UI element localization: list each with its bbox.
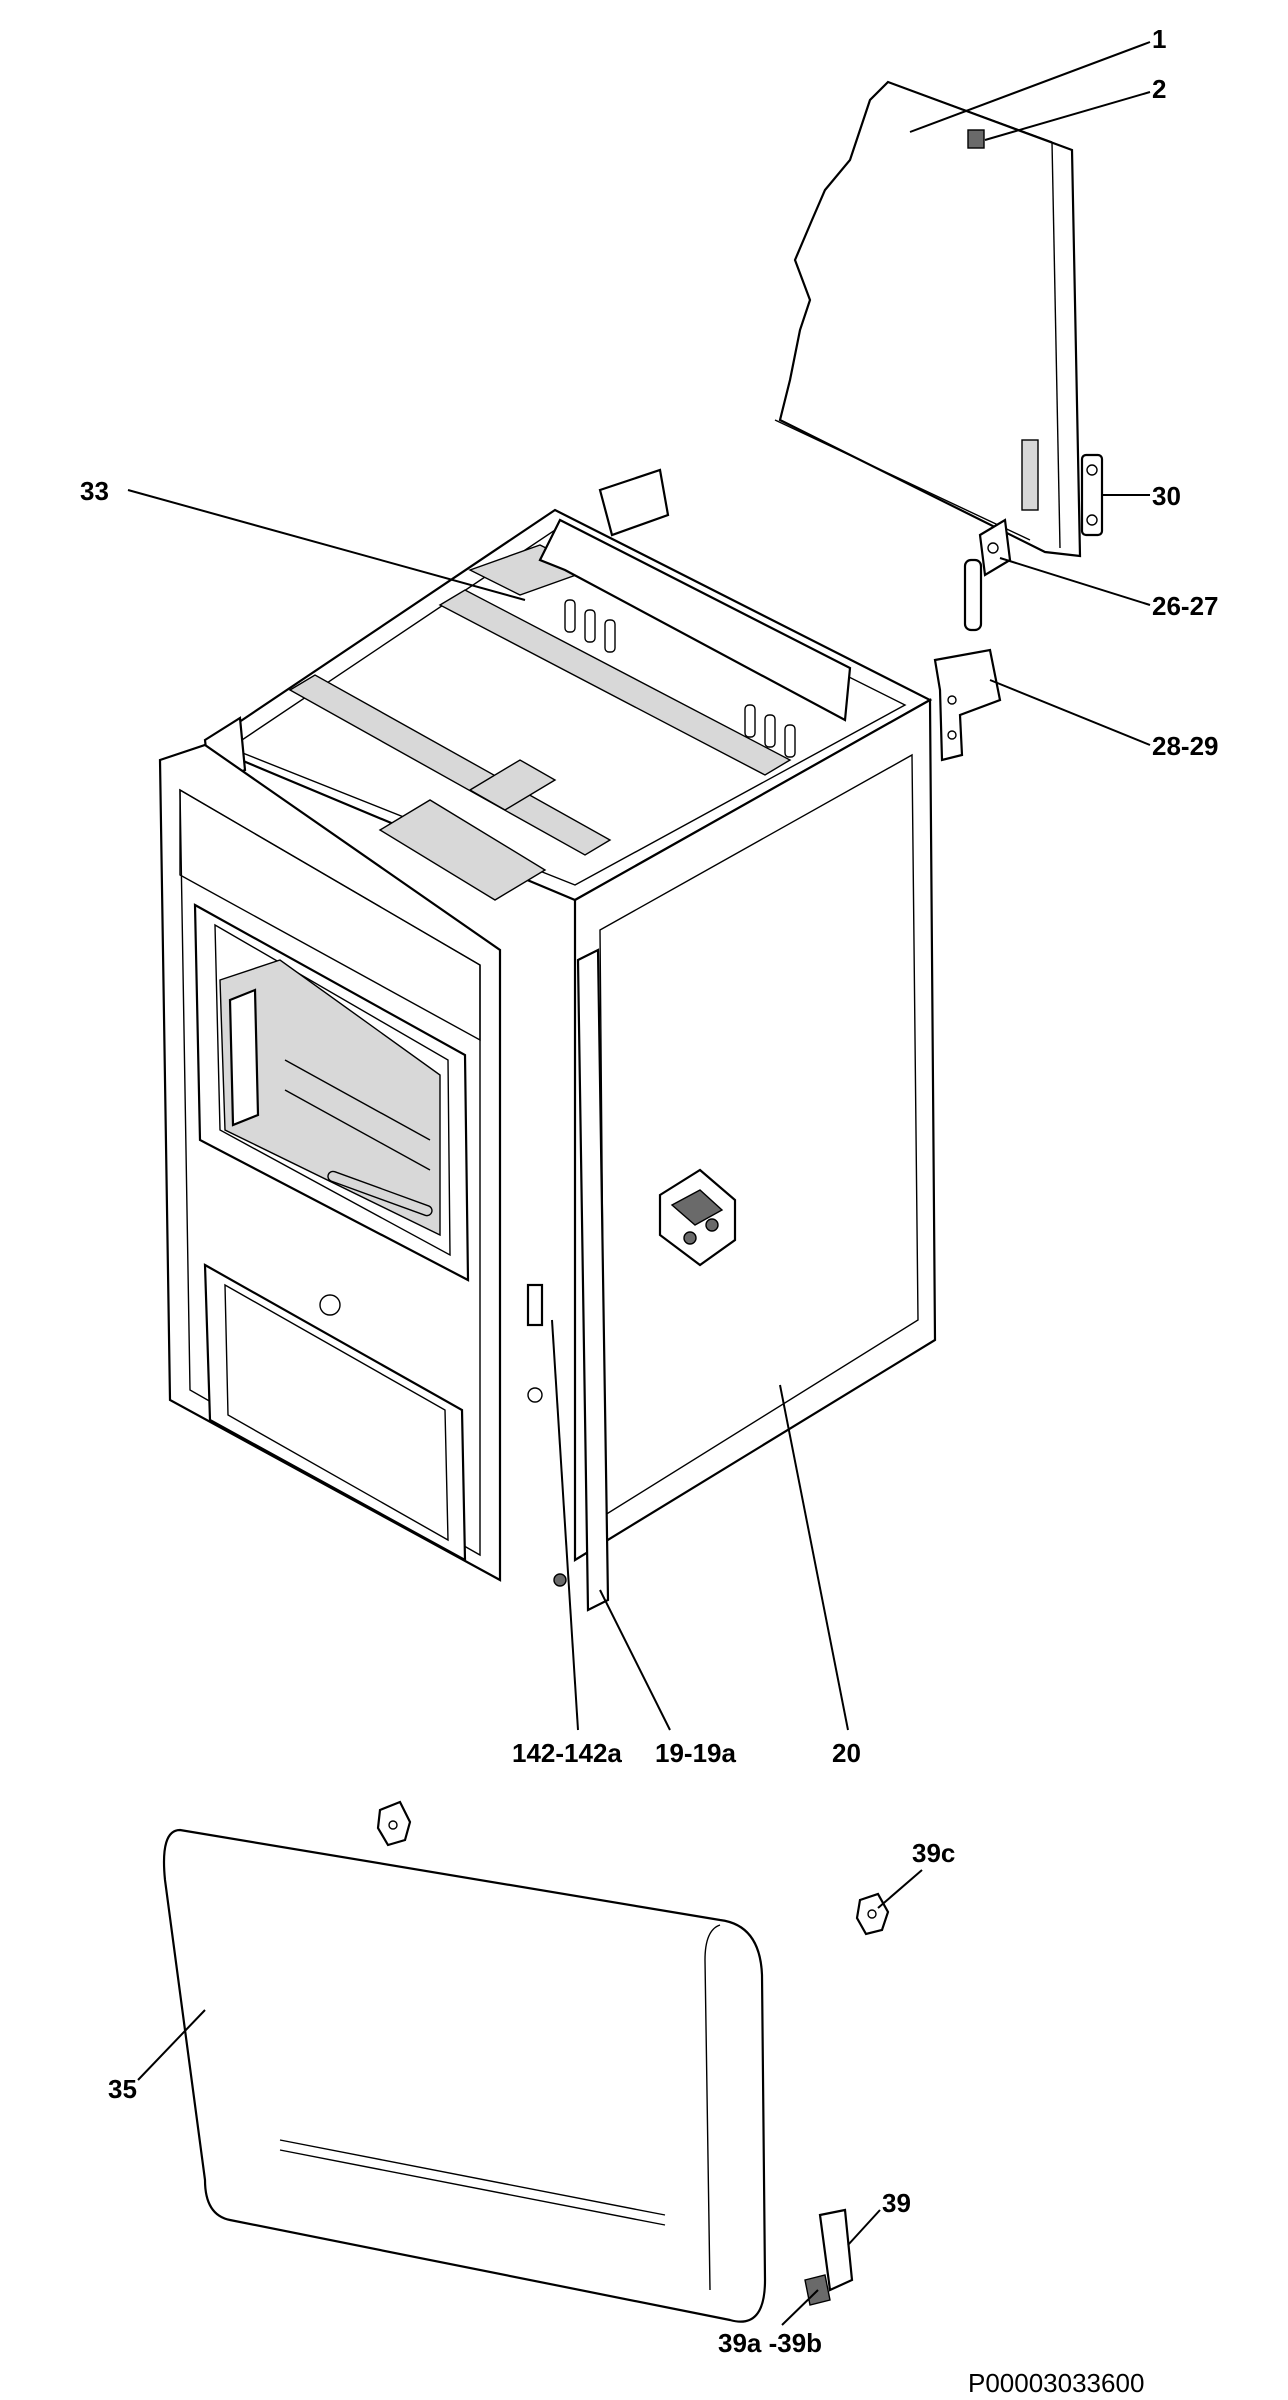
oven-cabinet-part — [158, 468, 937, 1612]
hinge-bracket-26-27-part — [963, 518, 1012, 632]
callout-35: 35 — [108, 2074, 137, 2104]
callout-39a-39b: 39a -39b — [718, 2328, 822, 2358]
callout-39c: 39c — [912, 1838, 955, 1868]
hinge-30-part — [1021, 439, 1104, 537]
door-35-part — [162, 1828, 767, 2323]
callout-33: 33 — [80, 476, 109, 506]
leader-lines — [127, 41, 1151, 2326]
callout-1: 1 — [1152, 24, 1166, 54]
bracket-28-29-part — [933, 648, 1002, 762]
callout-30: 30 — [1152, 481, 1181, 511]
panel-label-plate — [967, 129, 985, 149]
callout-28-29: 28-29 — [1152, 731, 1219, 761]
callout-2: 2 — [1152, 74, 1166, 104]
door-clip-39c-part — [855, 1892, 890, 1936]
callout-20: 20 — [832, 1738, 861, 1768]
callout-142-142a: 142-142a — [512, 1738, 622, 1768]
door-clip-top-part — [376, 1800, 412, 1847]
side-panel-part — [774, 80, 1082, 558]
callout-19-19a: 19-19a — [655, 1738, 736, 1768]
hinge-39-part — [804, 2208, 854, 2306]
drawing-code: P00003033600 — [968, 2368, 1144, 2398]
callout-26-27: 26-27 — [1152, 591, 1219, 621]
callout-39: 39 — [882, 2188, 911, 2218]
